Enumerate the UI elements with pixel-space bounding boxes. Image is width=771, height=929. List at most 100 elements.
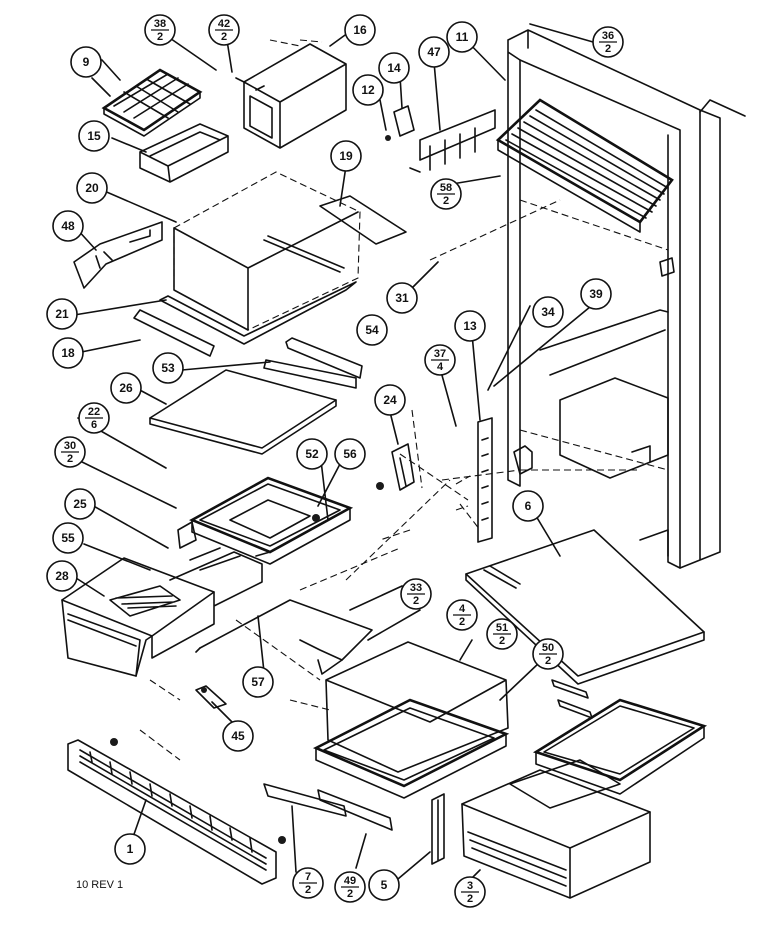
callout-circle	[52, 337, 84, 369]
callout-39: 39	[580, 278, 612, 310]
callout-42: 422	[208, 14, 240, 46]
cabinet	[507, 29, 746, 569]
callout-number: 11	[456, 30, 469, 44]
ice-bin	[139, 123, 229, 183]
callout-53: 53	[152, 352, 184, 384]
callout-54: 54	[356, 314, 388, 346]
callout-numerator: 22	[88, 406, 100, 418]
callout-circle	[110, 372, 142, 404]
callout-circle	[368, 869, 400, 901]
callout-number: 39	[589, 287, 603, 301]
callout-circle	[64, 488, 96, 520]
callout-circle	[352, 74, 384, 106]
callout-numerator: 3	[467, 880, 473, 892]
callout-15: 15	[78, 120, 110, 152]
callout-number: 12	[361, 83, 375, 97]
callout-28: 28	[46, 560, 78, 592]
callout-number: 53	[161, 361, 175, 375]
callout-20: 20	[76, 172, 108, 204]
callout-number: 47	[427, 45, 441, 59]
callout-numerator: 36	[602, 30, 614, 42]
callout-33: 332	[400, 578, 432, 610]
callout-circle	[242, 666, 274, 698]
callout-numerator: 33	[410, 582, 422, 594]
callout-numerator: 42	[218, 18, 230, 30]
callout-7: 72	[292, 867, 324, 899]
callout-24: 24	[374, 384, 406, 416]
freezer-shelf-assembly	[133, 171, 407, 357]
crisper-frame	[177, 476, 354, 565]
freezer-wire-shelf	[495, 98, 674, 233]
callout-circle	[446, 21, 478, 53]
meat-pan-frame	[312, 641, 510, 831]
callout-47: 47	[418, 36, 450, 68]
callout-circle	[78, 120, 110, 152]
callout-25: 25	[64, 488, 96, 520]
callout-number: 52	[305, 447, 319, 461]
callout-circle	[344, 14, 376, 46]
callout-number: 14	[387, 61, 401, 75]
ice-maker-housing	[235, 43, 347, 149]
callout-31: 31	[386, 282, 418, 314]
callout-21: 21	[46, 298, 78, 330]
callout-number: 21	[55, 307, 69, 321]
callout-number: 54	[365, 323, 379, 337]
callout-number: 45	[231, 729, 245, 743]
callout-number: 15	[87, 129, 101, 143]
callout-number: 26	[119, 381, 133, 395]
callout-denominator: 4	[437, 361, 444, 373]
shelf-support	[376, 443, 415, 491]
vertical-rail	[477, 417, 493, 543]
callout-circle	[378, 52, 410, 84]
callout-circle	[512, 490, 544, 522]
callout-numerator: 4	[459, 603, 466, 615]
callout-numerator: 49	[344, 875, 356, 887]
callout-number: 20	[85, 181, 99, 195]
callout-56: 56	[334, 438, 366, 470]
drawer-divider	[431, 793, 445, 865]
callout-number: 19	[339, 149, 353, 163]
glass-shelf	[149, 369, 337, 455]
callout-circle	[374, 384, 406, 416]
callout-22: 226	[78, 402, 110, 434]
callout-number: 56	[343, 447, 357, 461]
callout-circle	[454, 310, 486, 342]
callout-18: 18	[52, 337, 84, 369]
callout-36: 362	[592, 26, 624, 58]
callout-number: 6	[525, 499, 532, 513]
callout-4: 42	[446, 599, 478, 631]
callout-number: 57	[251, 675, 265, 689]
callout-circle	[330, 140, 362, 172]
callout-16: 16	[344, 14, 376, 46]
callout-45: 45	[222, 720, 254, 752]
callout-circle	[296, 438, 328, 470]
callout-circle	[152, 352, 184, 384]
callout-denominator: 2	[305, 884, 311, 896]
toe-grille	[67, 738, 286, 885]
callout-circle	[580, 278, 612, 310]
callout-48: 48	[52, 210, 84, 242]
callout-number: 25	[73, 497, 87, 511]
callout-1: 1	[114, 833, 146, 865]
callout-denominator: 2	[605, 43, 611, 55]
callout-circle	[70, 46, 102, 78]
crisper-drawer	[61, 547, 263, 677]
callout-circle	[46, 298, 78, 330]
callout-51: 512	[486, 618, 518, 650]
callout-number: 16	[353, 23, 367, 37]
callout-12: 12	[352, 74, 384, 106]
callout-numerator: 7	[305, 871, 311, 883]
callout-11: 11	[446, 21, 478, 53]
shelf-bracket	[409, 109, 496, 173]
callout-numerator: 51	[496, 622, 508, 634]
right-drawer	[461, 679, 708, 899]
callout-19: 19	[330, 140, 362, 172]
callout-circle	[532, 296, 564, 328]
small-plate	[393, 105, 415, 137]
callout-number: 18	[61, 346, 75, 360]
callout-number: 5	[381, 878, 388, 892]
callout-57: 57	[242, 666, 274, 698]
callout-denominator: 2	[545, 655, 551, 667]
drawer-rail	[263, 783, 347, 817]
